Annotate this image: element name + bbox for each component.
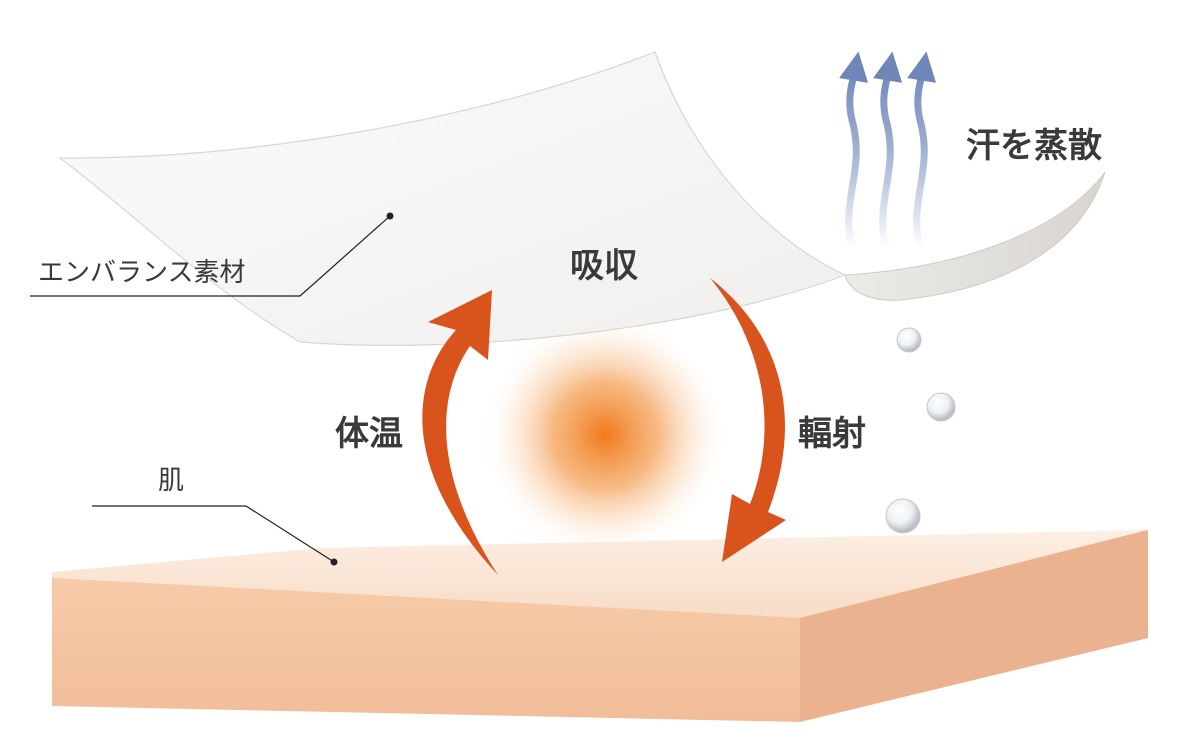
water-droplet-3 <box>885 498 921 534</box>
radiation-label: 輻射 <box>798 414 866 454</box>
sweat-evaporation-label: 汗を蒸散 <box>966 126 1102 166</box>
leader-lines <box>30 212 394 566</box>
vapor-arrow-2 <box>873 51 903 252</box>
body-heat-label: 体温 <box>335 414 403 454</box>
vapor-arrow-1 <box>839 51 869 252</box>
body-heat-arrow <box>422 290 498 575</box>
material-leader-dot <box>386 212 394 220</box>
skin-front-face-lower <box>52 578 800 722</box>
material-label: エンバランス素材 <box>38 258 246 288</box>
water-droplet-2 <box>926 392 956 422</box>
skin-block <box>52 530 1148 722</box>
absorb-label: 吸収 <box>570 246 638 286</box>
vapor-arrows <box>839 51 937 252</box>
skin-side-face <box>800 530 1148 722</box>
skin-leader-line <box>92 505 335 563</box>
radiation-arrow <box>710 278 786 562</box>
material-sheet <box>58 51 1106 346</box>
skin-label: 肌 <box>158 466 185 496</box>
skin-leader-dot <box>330 558 338 566</box>
water-droplet-1 <box>896 327 922 353</box>
vapor-arrow-3 <box>907 51 937 252</box>
body-heat-glow <box>487 317 723 553</box>
material-leader-line <box>30 215 391 297</box>
skin-top-face <box>52 530 1148 618</box>
sheet-curled-edge <box>844 171 1106 301</box>
